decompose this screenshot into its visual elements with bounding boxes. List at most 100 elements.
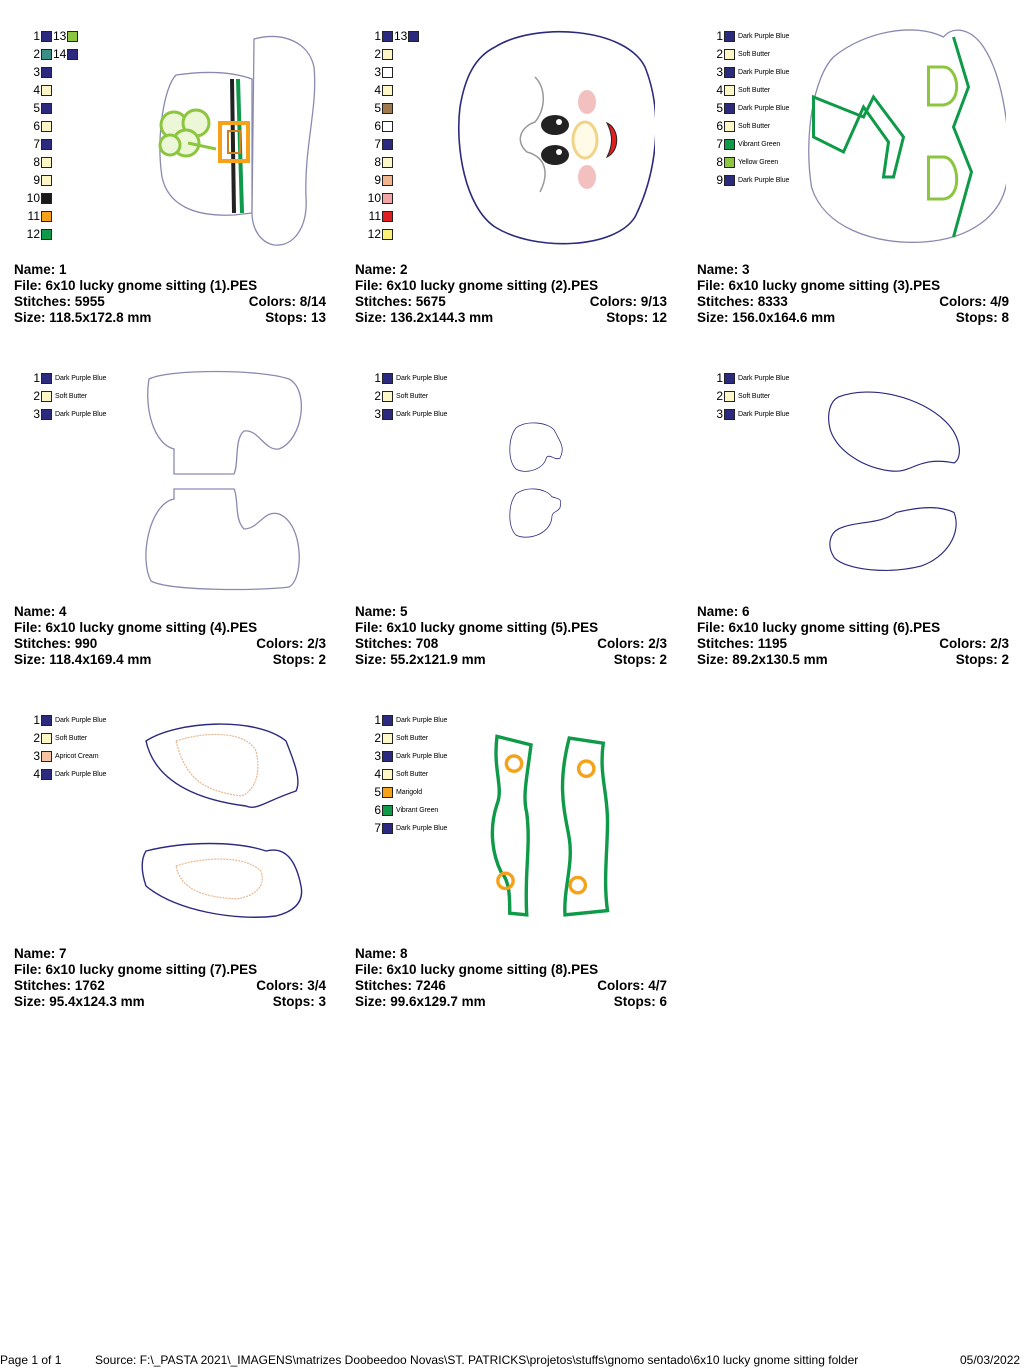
stop-count-value: 6 [659, 994, 667, 1009]
design-size-label: Size: [697, 652, 729, 667]
color-index: 12 [367, 227, 381, 241]
color-index: 3 [374, 407, 381, 421]
stitch-count: Stitches: 990 [14, 636, 97, 652]
stitch-count-label: Stitches: [14, 978, 72, 993]
color-index: 2 [716, 47, 723, 61]
color-row: 3 Dark Purple Blue [355, 405, 447, 423]
color-row: 5 [355, 99, 393, 117]
color-name: Vibrant Green [396, 806, 439, 814]
color-row: 7 [14, 135, 52, 153]
design-name: Name: 8 [355, 946, 408, 962]
design-preview-legs [145, 370, 302, 591]
color-row: 7 [355, 135, 393, 153]
page-number: Page 1 of 1 [0, 1353, 62, 1367]
color-name: Soft Butter [738, 86, 770, 94]
stop-count-value: 2 [659, 652, 667, 667]
design-name-label: Name: [355, 262, 397, 277]
color-swatch [382, 768, 393, 780]
color-index: 2 [716, 389, 723, 403]
color-swatch [41, 192, 52, 204]
print-date: 05/03/2022 [960, 1353, 1021, 1367]
color-index: 4 [33, 83, 40, 97]
color-index: 11 [368, 209, 381, 223]
color-name: Soft Butter [738, 392, 770, 400]
design-file-label: File: [697, 620, 725, 635]
stitch-count-label: Stitches: [697, 636, 755, 651]
design-size-value: 55.2x121.9 mm [390, 652, 486, 667]
color-row: 10 [355, 189, 393, 207]
design-file-value: 6x10 lucky gnome sitting (7).PES [45, 962, 258, 977]
color-index: 3 [33, 65, 40, 79]
color-index: 10 [367, 191, 381, 205]
design-size: Size: 118.5x172.8 mm [14, 310, 151, 326]
color-swatch [724, 120, 735, 132]
color-name: Dark Purple Blue [738, 410, 790, 418]
design-size: Size: 118.4x169.4 mm [14, 652, 151, 668]
color-swatch [41, 228, 52, 240]
stitch-count: Stitches: 5675 [355, 294, 446, 310]
color-index: 8 [716, 155, 723, 169]
color-count-label: Colors: [597, 636, 645, 651]
design-name-label: Name: [697, 604, 739, 619]
design-preview-arms [509, 422, 563, 538]
design-name-label: Name: [14, 262, 56, 277]
design-name-label: Name: [697, 262, 739, 277]
color-name: Dark Purple Blue [396, 716, 448, 724]
color-swatch [382, 30, 393, 42]
color-swatch [408, 30, 420, 42]
stitch-count: Stitches: 7246 [355, 978, 446, 994]
design-size-label: Size: [355, 994, 387, 1009]
color-index: 3 [374, 749, 381, 763]
design-name-value: 4 [59, 604, 67, 619]
design-size-label: Size: [14, 652, 46, 667]
info-row: Size: 118.5x172.8 mm Stops: 13 [14, 310, 326, 326]
color-index: 1 [33, 713, 40, 727]
color-swatch [382, 174, 393, 186]
color-index: 4 [33, 767, 40, 781]
info-row: File: 6x10 lucky gnome sitting (6).PES [697, 620, 1009, 636]
color-count-value: 2/3 [990, 636, 1009, 651]
stop-count: Stops: 13 [265, 310, 326, 326]
color-row: 6 [355, 117, 393, 135]
design-size-label: Size: [14, 310, 46, 325]
color-count: Colors: 2/3 [939, 636, 1009, 652]
design-file-value: 6x10 lucky gnome sitting (6).PES [728, 620, 941, 635]
design-preview-body [808, 29, 1006, 243]
color-swatch [382, 786, 393, 798]
color-index: 2 [374, 731, 381, 745]
color-index: 11 [27, 209, 40, 223]
stitch-count-label: Stitches: [14, 294, 72, 309]
stop-count-value: 3 [318, 994, 326, 1009]
design-file-value: 6x10 lucky gnome sitting (2).PES [386, 278, 599, 293]
design-file: File: 6x10 lucky gnome sitting (5).PES [355, 620, 598, 636]
color-swatch [724, 138, 735, 150]
color-index: 4 [374, 83, 381, 97]
color-count-value: 2/3 [307, 636, 326, 651]
design-file-label: File: [14, 278, 42, 293]
stop-count-value: 2 [1001, 652, 1009, 667]
info-row: Name: 4 [14, 604, 326, 620]
color-name: Dark Purple Blue [396, 410, 448, 418]
